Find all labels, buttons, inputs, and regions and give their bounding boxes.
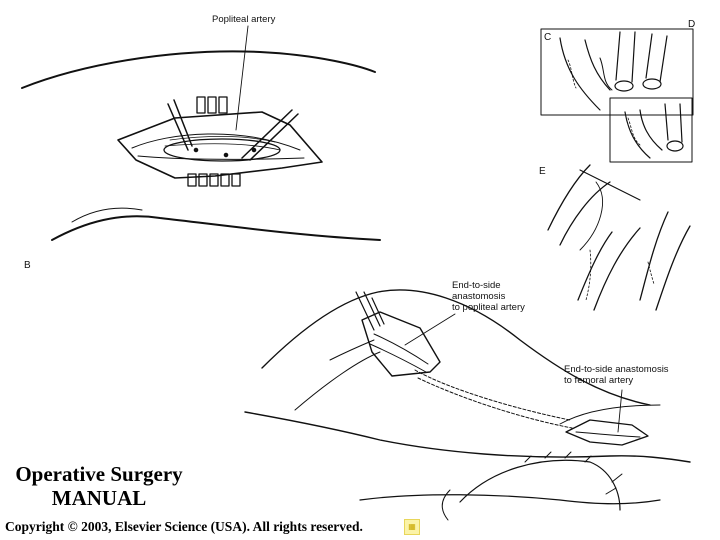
copyright-notice: Copyright © 2003, Elsevier Science (USA)…	[5, 519, 363, 534]
popliteal-anastomosis-line-2: anastomosis	[452, 291, 506, 302]
femoral-anastomosis-line-1: End-to-side anastomosis	[564, 364, 669, 375]
popliteal-anastomosis-label: End-to-side anastomosis to popliteal art…	[452, 280, 525, 313]
popliteal-artery-label: Popliteal artery	[212, 14, 276, 25]
anastomosis-panel-e	[547, 164, 691, 311]
book-title-line-1: Operative Surgery	[15, 462, 183, 486]
popliteal-exposure-drawing	[21, 25, 381, 241]
femoral-anastomosis-label: End-to-side anastomosis to femoral arter…	[564, 364, 669, 386]
popliteal-anastomosis-line-1: End-to-side	[452, 280, 501, 291]
panel-b-label: B	[24, 260, 31, 271]
femoral-anastomosis-line-2: to femoral artery	[564, 375, 634, 386]
publisher-logo-icon: ▦	[404, 519, 420, 535]
anastomosis-panel-c-d	[540, 28, 694, 163]
bypass-leg-drawing	[244, 289, 691, 521]
book-title-line-2: MANUAL	[51, 486, 147, 510]
panel-d-label: D	[688, 19, 696, 30]
panel-c-label: C	[544, 32, 552, 43]
popliteal-anastomosis-line-3: to popliteal artery	[452, 302, 525, 313]
panel-e-label: E	[539, 166, 546, 177]
